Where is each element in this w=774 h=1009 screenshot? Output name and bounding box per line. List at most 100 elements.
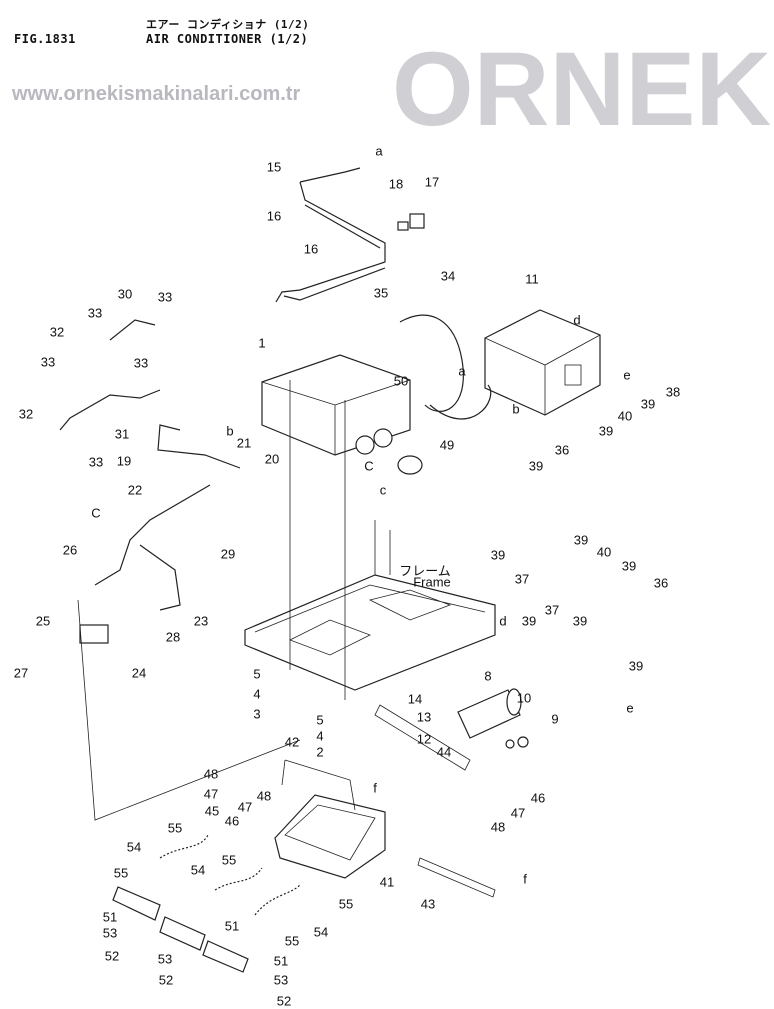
callout-52: 52	[105, 948, 119, 963]
callout-b: b	[226, 423, 233, 438]
callout-d: d	[573, 312, 580, 327]
watermark-brand: ORNEK	[392, 31, 771, 148]
callout-13: 13	[417, 709, 431, 724]
callout-52: 52	[159, 972, 173, 987]
callout-5: 5	[316, 712, 323, 727]
callout-54: 54	[314, 924, 328, 939]
callout-22: 22	[128, 482, 142, 497]
callout-55: 55	[222, 852, 236, 867]
callout-20: 20	[265, 451, 279, 466]
callout-29: 29	[221, 546, 235, 561]
hose-34	[399, 314, 464, 412]
callout-18: 18	[389, 176, 403, 191]
callout-16: 16	[267, 208, 281, 223]
frame-label-jp: フレーム	[399, 563, 451, 578]
callout-37: 37	[515, 571, 529, 586]
callout-19: 19	[117, 453, 131, 468]
duct-41	[274, 704, 496, 898]
callout-4: 4	[316, 728, 323, 743]
callout-35: 35	[374, 285, 388, 300]
callout-46: 46	[531, 790, 545, 805]
callout-36: 36	[555, 442, 569, 457]
callout-11: 11	[525, 271, 539, 286]
callout-2: 2	[316, 744, 323, 759]
callout-C: C	[364, 458, 373, 473]
callout-33: 33	[41, 354, 55, 369]
callout-36: 36	[654, 575, 668, 590]
callout-27: 27	[14, 665, 28, 680]
watermark-url: www.ornekismakinalari.com.tr	[11, 83, 300, 105]
flex-hoses-54	[159, 834, 301, 916]
callout-52: 52	[277, 993, 291, 1008]
blower-unit	[484, 309, 601, 416]
callout-50: 50	[394, 373, 408, 388]
callout-3: 3	[253, 706, 260, 721]
callout-f: f	[373, 780, 377, 795]
callout-32: 32	[50, 324, 64, 339]
callout-32: 32	[19, 406, 33, 421]
callout-15: 15	[267, 159, 281, 174]
callout-25: 25	[36, 613, 50, 628]
callout-33: 33	[158, 289, 172, 304]
callout-23: 23	[194, 613, 208, 628]
pipe-22-23	[94, 424, 241, 611]
title-japanese: エアー コンディショナ (1/2)	[146, 18, 310, 31]
callout-55: 55	[168, 820, 182, 835]
callout-8: 8	[484, 668, 491, 683]
callout-51: 51	[225, 918, 239, 933]
callout-48: 48	[257, 788, 271, 803]
callout-28: 28	[166, 629, 180, 644]
callout-38: 38	[666, 384, 680, 399]
callout-21: 21	[237, 435, 251, 450]
callout-1: 1	[258, 335, 265, 350]
callout-40: 40	[618, 408, 632, 423]
callout-5: 5	[253, 666, 260, 681]
callout-e: e	[623, 367, 630, 382]
callout-31: 31	[115, 426, 129, 441]
callout-16: 16	[304, 241, 318, 256]
callout-f: f	[523, 871, 527, 886]
air-conditioner-unit	[261, 354, 423, 475]
callout-54: 54	[191, 862, 205, 877]
callout-37: 37	[545, 602, 559, 617]
callout-46: 46	[225, 813, 239, 828]
callout-53: 53	[274, 972, 288, 987]
callout-39: 39	[641, 396, 655, 411]
callout-47: 47	[204, 786, 218, 801]
callout-45: 45	[205, 803, 219, 818]
callout-C: C	[91, 505, 100, 520]
floor-frame	[244, 380, 496, 700]
pipes-left	[59, 319, 161, 431]
callout-4: 4	[253, 686, 260, 701]
callout-54: 54	[127, 839, 141, 854]
callout-30: 30	[118, 286, 132, 301]
tube-assembly	[275, 167, 425, 303]
callout-33: 33	[134, 355, 148, 370]
filter-8	[457, 688, 529, 749]
title-english: AIR CONDITIONER (1/2)	[146, 32, 309, 46]
callout-48: 48	[491, 819, 505, 834]
callout-34: 34	[441, 268, 455, 283]
callout-39: 39	[622, 558, 636, 573]
callout-33: 33	[89, 454, 103, 469]
hose-49	[429, 384, 492, 420]
callout-49: 49	[440, 437, 454, 452]
callout-39: 39	[573, 613, 587, 628]
callout-55: 55	[114, 865, 128, 880]
callout-14: 14	[408, 691, 422, 706]
vents-51	[112, 886, 249, 973]
callout-d: d	[499, 613, 506, 628]
bracket-24	[79, 624, 109, 644]
callout-41: 41	[380, 874, 394, 889]
callout-39: 39	[574, 532, 588, 547]
figure-number: FIG.1831	[14, 32, 76, 46]
callout-47: 47	[511, 805, 525, 820]
callout-53: 53	[158, 951, 172, 966]
callout-9: 9	[551, 711, 558, 726]
callout-b: b	[512, 401, 519, 416]
callout-a: a	[458, 363, 466, 378]
callout-55: 55	[339, 896, 353, 911]
